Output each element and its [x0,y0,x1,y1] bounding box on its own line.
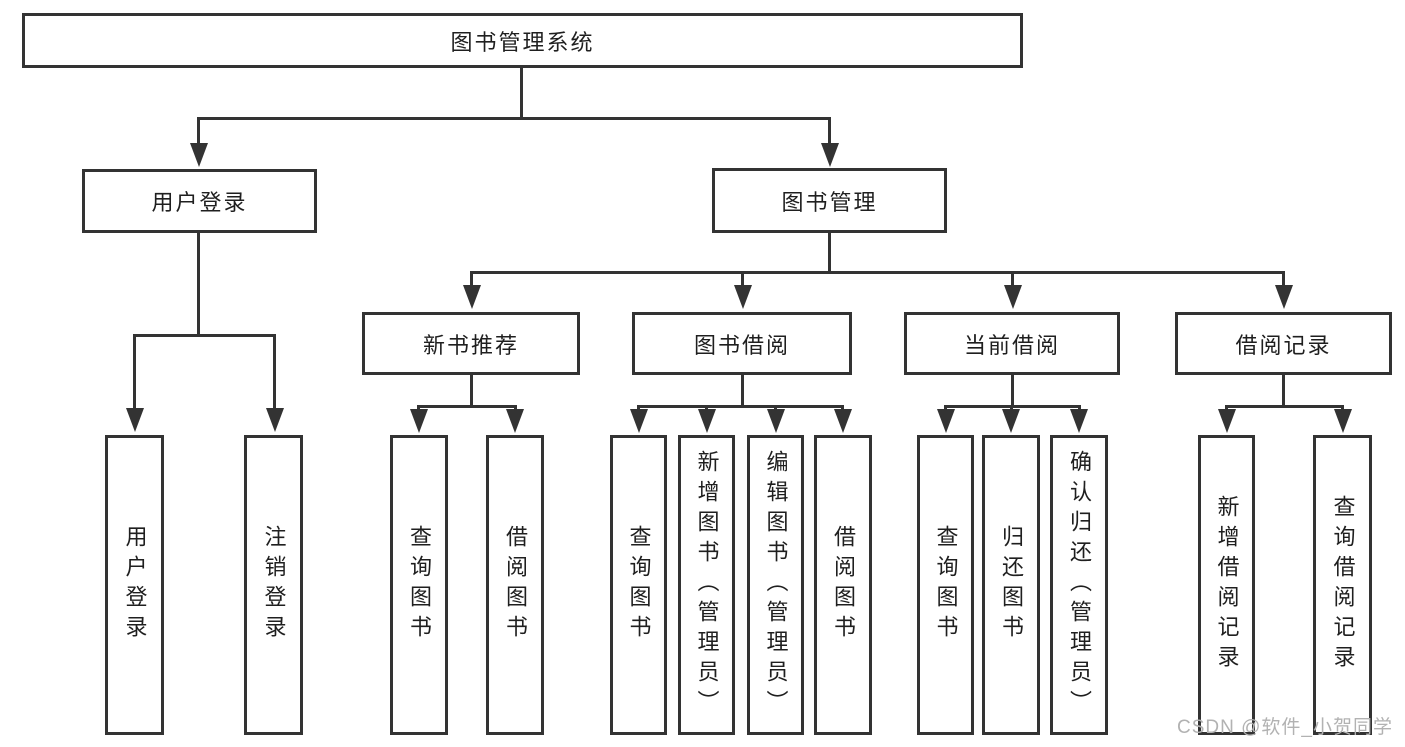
leaf-label: 新增借阅记录 [1214,495,1240,675]
leaf-label: 用户登录 [122,525,148,645]
leaf-edit-books-admin: 编辑图书（管理员） [747,435,804,735]
leaf-query-books: 查询图书 [917,435,974,735]
leaf-label: 编辑图书（管理员） [763,450,789,720]
leaf-query-borrow-record: 查询借阅记录 [1313,435,1372,735]
watermark-text: CSDN @软件_小贺同学 [1177,717,1393,738]
arrowhead [767,409,785,433]
connector-stem [470,271,473,287]
connector-level3-branch [470,271,1284,274]
connector-stem [741,271,744,287]
arrowhead [1004,285,1022,309]
node-new-book-recommend: 新书推荐 [362,312,580,375]
arrowhead [1070,409,1088,433]
leaf-user-login: 用户登录 [105,435,164,735]
connector-stem [133,334,136,410]
leaf-return-books: 归还图书 [982,435,1040,735]
connector-stem [197,117,200,147]
connector-stem [1011,271,1014,287]
arrowhead [1218,409,1236,433]
arrowhead [463,285,481,309]
arrowhead [410,409,428,433]
leaf-label: 归还图书 [999,525,1024,645]
leaf-label: 查询图书 [933,525,959,645]
connector-stem [1011,375,1014,407]
arrowhead [190,143,208,167]
node-book-borrow: 图书借阅 [632,312,852,375]
leaf-label: 注销登录 [261,525,287,645]
arrowhead [630,409,648,433]
arrowhead [937,409,955,433]
connector-stem [828,233,831,274]
arrowhead [506,409,524,433]
node-borrow-records: 借阅记录 [1175,312,1392,375]
leaf-label: 查询图书 [407,525,432,645]
leaf-add-borrow-record: 新增借阅记录 [1198,435,1255,735]
connector-stem [197,233,200,337]
leaf-logout: 注销登录 [244,435,303,735]
node-current-borrow: 当前借阅 [904,312,1120,375]
leaf-add-books-admin: 新增图书（管理员） [678,435,735,735]
connector-branch [1226,405,1343,408]
connector-stem [273,334,276,410]
arrowhead [1275,285,1293,309]
leaf-query-books: 查询图书 [610,435,667,735]
leaf-label: 新增图书（管理员） [694,450,720,720]
arrowhead [698,409,716,433]
arrowhead [126,408,144,432]
connector-stem [741,375,744,407]
connector-stem [828,117,831,147]
connector-branch [133,334,276,337]
leaf-label: 查询借阅记录 [1330,495,1356,675]
leaf-borrow-books: 借阅图书 [814,435,872,735]
leaf-label: 确认归还（管理员） [1067,450,1092,720]
connector-stem [1282,375,1285,407]
leaf-label: 借阅图书 [831,525,856,645]
connector-root-stem [520,68,523,120]
connector-branch [638,405,843,408]
connector-level2-branch [197,117,831,120]
arrowhead [266,408,284,432]
arrowhead [1334,409,1352,433]
connector-branch [418,405,516,408]
node-book-management: 图书管理 [712,168,947,233]
leaf-label: 查询图书 [626,525,652,645]
arrowhead [734,285,752,309]
connector-stem [1282,271,1285,287]
leaf-borrow-books: 借阅图书 [486,435,544,735]
node-user-login: 用户登录 [82,169,317,233]
leaf-confirm-return-admin: 确认归还（管理员） [1050,435,1108,735]
arrowhead [1002,409,1020,433]
leaf-label: 借阅图书 [503,525,528,645]
leaf-query-books: 查询图书 [390,435,448,735]
arrowhead [821,143,839,167]
arrowhead [834,409,852,433]
connector-stem [470,375,473,407]
node-root: 图书管理系统 [22,13,1023,68]
